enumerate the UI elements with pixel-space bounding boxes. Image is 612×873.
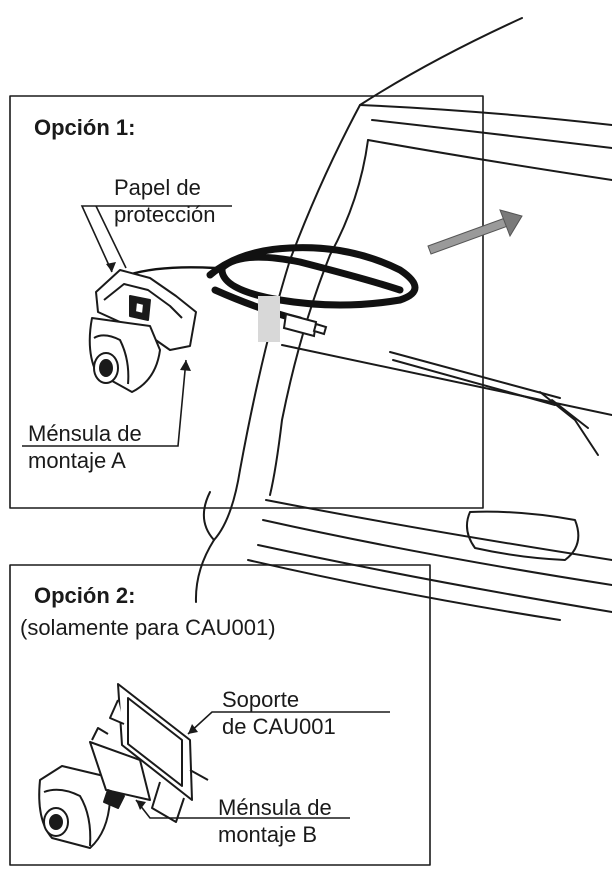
camera-with-bracket-b xyxy=(38,683,209,849)
bracket-b-label: Ménsula de montaje B xyxy=(218,794,332,848)
option2-note: (solamente para CAU001) xyxy=(20,615,276,640)
leader-bracket-a xyxy=(22,359,187,447)
option1-heading: Opción 1: xyxy=(34,115,136,140)
leader-protective-paper-2 xyxy=(95,205,127,269)
support-line-2: de CAU001 xyxy=(222,714,336,739)
leader-support xyxy=(187,711,390,735)
protective-paper-label: Papel de protección xyxy=(114,174,216,228)
insert-arrow-icon xyxy=(427,209,523,255)
option1-frame xyxy=(9,95,484,509)
grommet-shadow xyxy=(258,296,280,342)
bracket-b-line-2: montaje B xyxy=(218,822,318,847)
bracket-a-line-1: Ménsula de xyxy=(28,421,142,446)
support-label: Soporte de CAU001 xyxy=(222,686,336,740)
leader-protective-paper xyxy=(80,205,232,273)
protective-paper-line-1: Papel de xyxy=(114,175,201,200)
camera-with-bracket-a xyxy=(88,269,197,393)
camera-cable xyxy=(206,244,419,324)
support-line-1: Soporte xyxy=(222,687,300,712)
wiper-icon xyxy=(389,351,599,456)
cable-connector xyxy=(282,312,328,338)
protective-paper-line-2: protección xyxy=(114,202,216,227)
bracket-a-label: Ménsula de montaje A xyxy=(28,420,142,474)
option2-heading: Opción 2: xyxy=(34,583,136,608)
bracket-a-line-2: montaje A xyxy=(28,448,126,473)
bracket-b-line-1: Ménsula de xyxy=(218,795,332,820)
option2-frame xyxy=(9,564,431,866)
